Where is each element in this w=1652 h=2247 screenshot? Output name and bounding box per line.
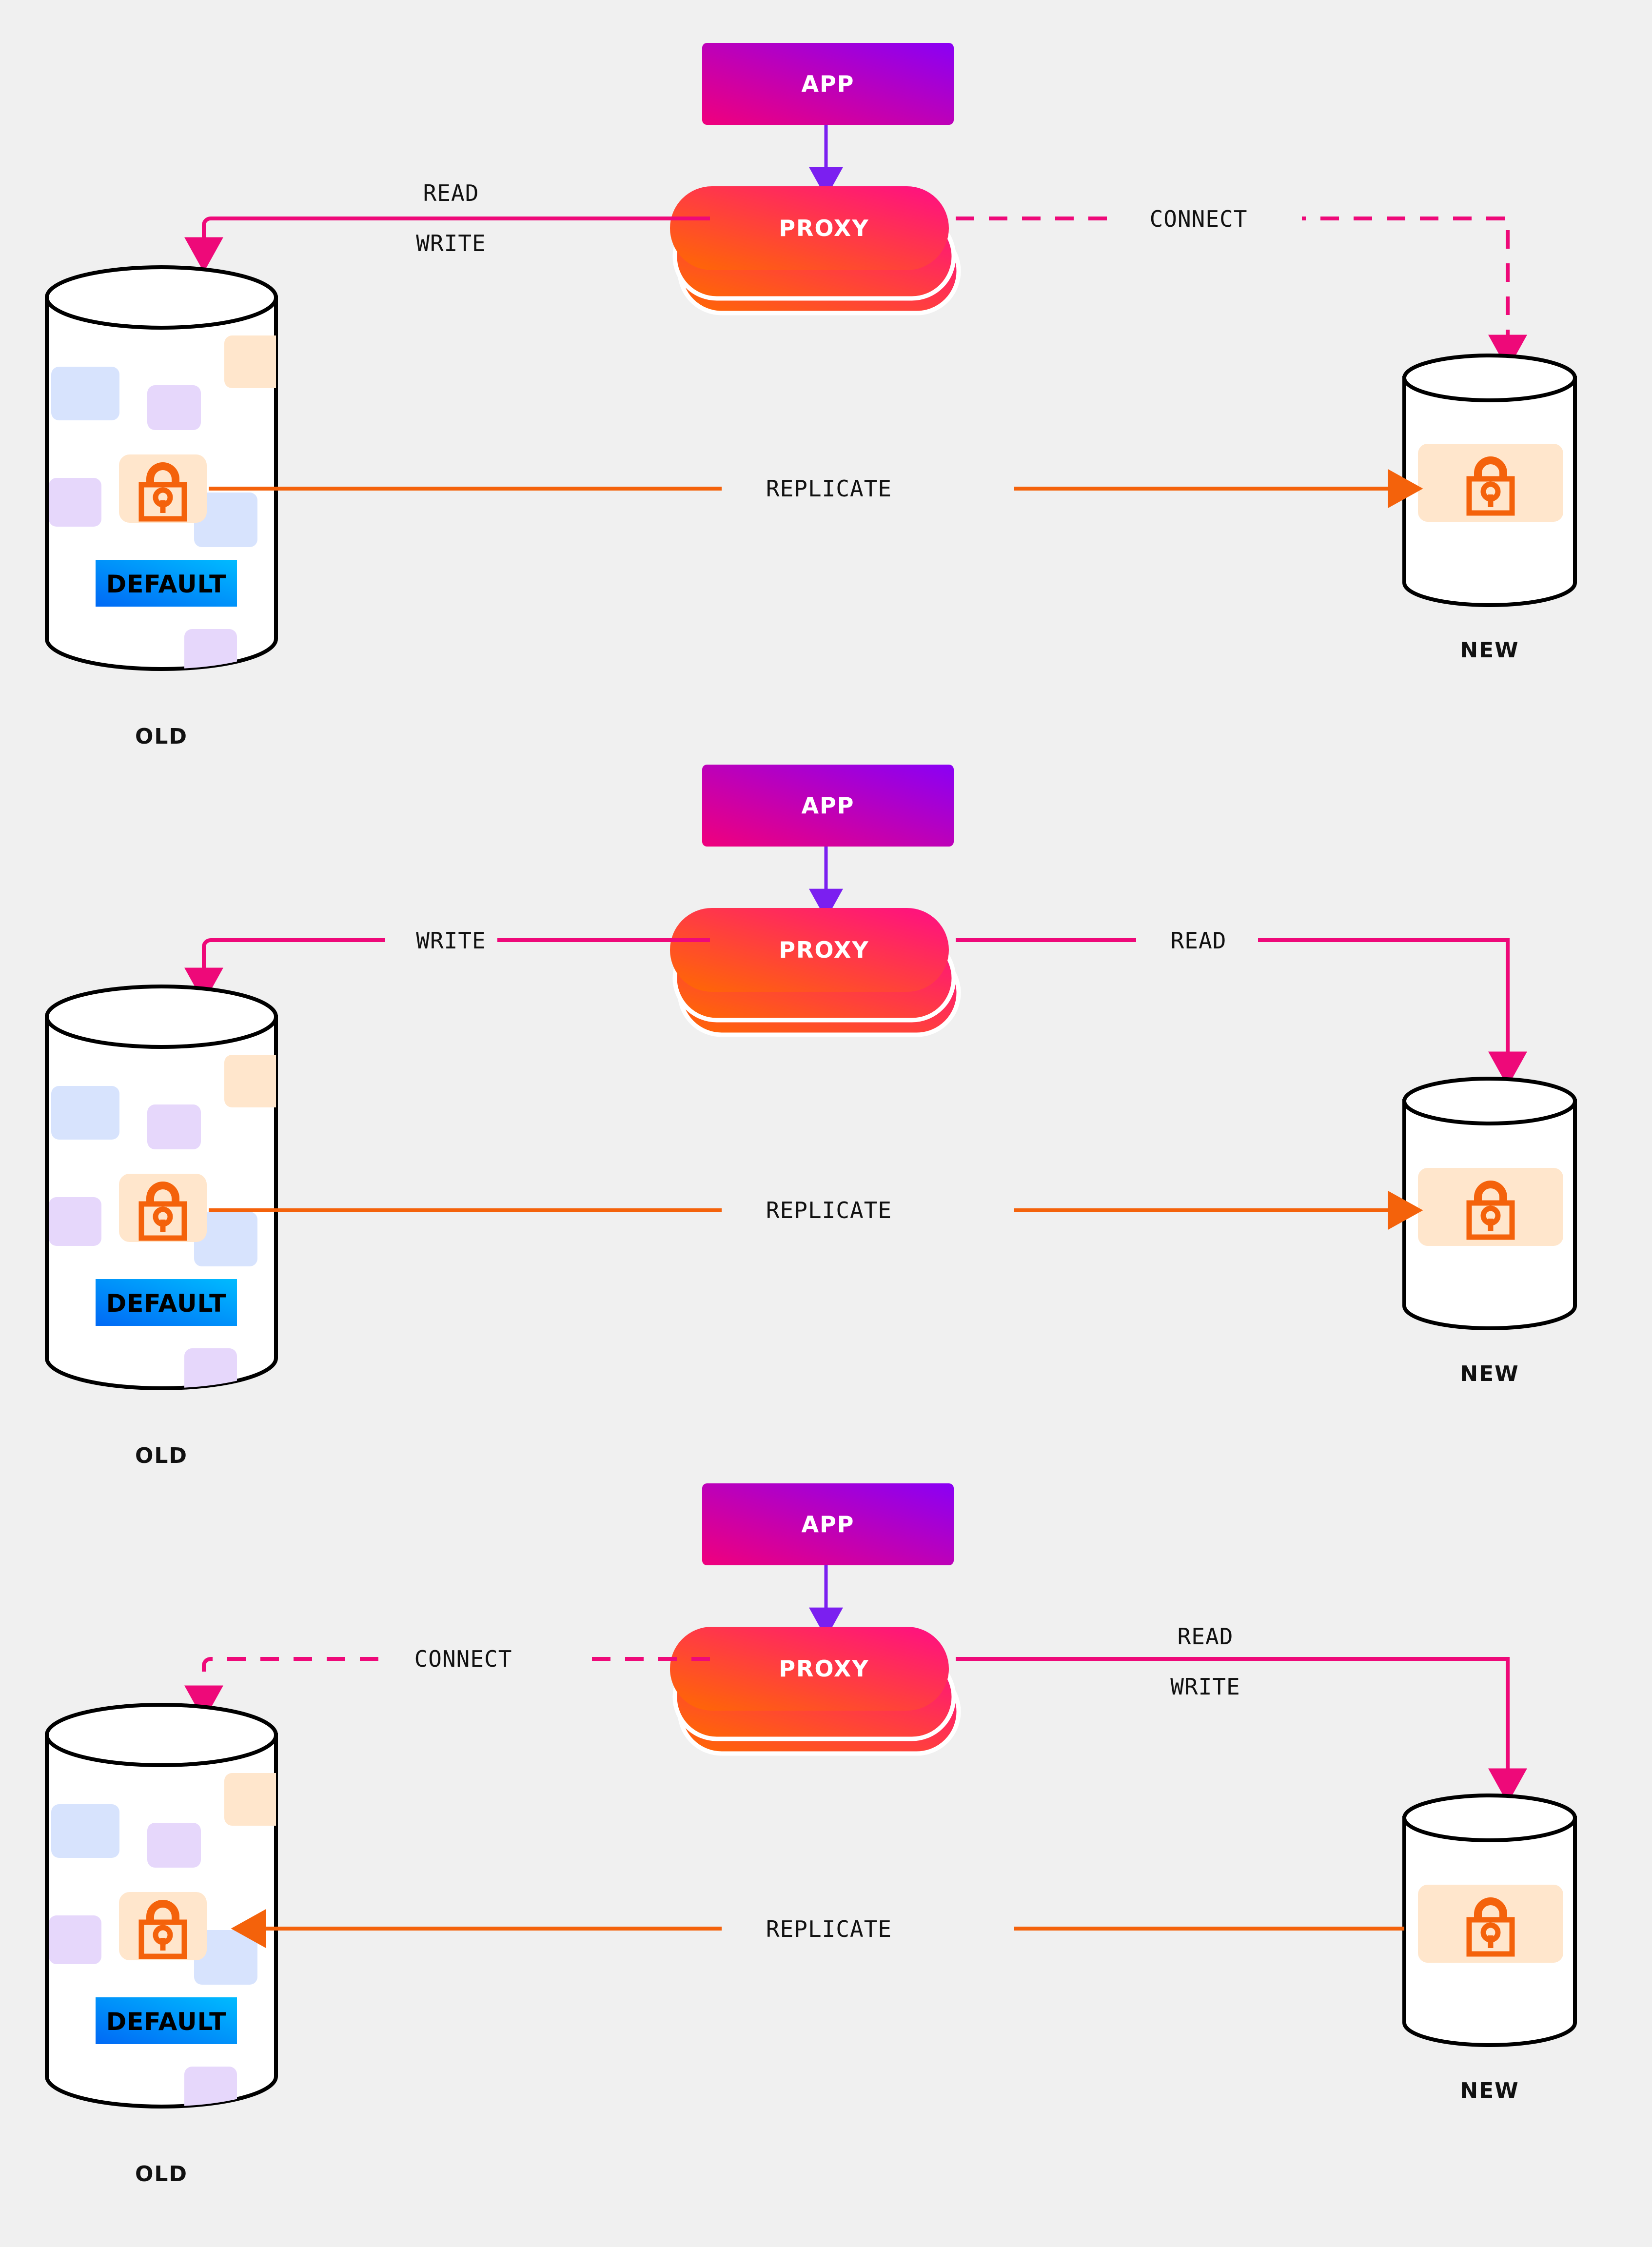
tile-orange — [224, 1055, 276, 1107]
app-label: APP — [801, 71, 854, 97]
old-db-tiles-2: DEFAULT — [49, 1055, 276, 1388]
read-write-link-1 — [184, 217, 710, 273]
read-label-3: READ — [1178, 1623, 1234, 1650]
tile-purple — [147, 1823, 201, 1868]
new-database-3[interactable]: NEW — [1402, 1794, 1577, 2103]
tile-blue — [194, 1212, 257, 1266]
old-db-tiles-3: DEFAULT — [49, 1773, 276, 2107]
connect-link-3 — [184, 1657, 710, 1721]
label-mask — [1136, 1619, 1273, 1649]
proxy-stack-1[interactable]: PROXY — [670, 186, 961, 315]
default-badge-2 — [96, 1279, 237, 1326]
label-mask — [375, 176, 497, 205]
proxy-label: PROXY — [779, 215, 869, 241]
default-label-1: DEFAULT — [106, 570, 227, 598]
tile-orange — [224, 335, 276, 388]
label-mask — [722, 1189, 1014, 1232]
default-badge-1 — [96, 560, 237, 607]
default-label-3: DEFAULT — [106, 2008, 227, 2036]
default-label-2: DEFAULT — [106, 1289, 227, 1318]
app-box-3[interactable]: APP — [702, 1483, 954, 1565]
write-label-3: WRITE — [1170, 1674, 1240, 1700]
old-database-2[interactable]: DEFAULT OLD — [45, 985, 288, 1468]
label-mask — [722, 467, 1014, 510]
old-database-1[interactable]: DEFAULT OLD — [45, 265, 288, 749]
label-mask — [385, 921, 497, 960]
old-database-3[interactable]: DEFAULT OLD — [45, 1703, 288, 2187]
new-db-tiles-3 — [1418, 1885, 1563, 1963]
read-write-link-3 — [956, 1657, 1527, 1804]
label-mask — [1136, 921, 1258, 960]
write-label-1: WRITE — [416, 230, 486, 256]
default-badge-3 — [96, 1997, 237, 2044]
proxy-label: PROXY — [779, 1656, 869, 1682]
proxy-stack-2[interactable]: PROXY — [670, 908, 961, 1037]
replicate-label-1: REPLICATE — [766, 475, 892, 502]
tile-purple — [49, 478, 101, 527]
old-db-tiles-1: DEFAULT — [49, 335, 276, 669]
replicate-label-3: REPLICATE — [766, 1916, 892, 1942]
old-db-label-3: OLD — [135, 2162, 188, 2187]
connect-label-3: CONNECT — [414, 1646, 512, 1672]
new-database-1[interactable]: NEW — [1402, 354, 1577, 663]
app-box-2[interactable]: APP — [702, 765, 954, 847]
replicate-label-2: REPLICATE — [766, 1197, 892, 1223]
app-label: APP — [801, 792, 854, 819]
panel-phase-2: APP PROXY WRITE READ — [45, 765, 1577, 1468]
tile-blue — [194, 493, 257, 547]
write-link-2 — [184, 938, 710, 1003]
write-label-2: WRITE — [416, 927, 486, 954]
old-db-label-1: OLD — [135, 724, 188, 749]
label-mask — [722, 1908, 1014, 1951]
new-db-label-2: NEW — [1460, 1361, 1519, 1386]
old-db-label-2: OLD — [135, 1443, 188, 1468]
app-box-1[interactable]: APP — [702, 43, 954, 125]
panel-phase-1: APP PROXY READ WRITE CONNECT — [45, 43, 1577, 749]
read-label-2: READ — [1171, 927, 1227, 954]
tile-purple — [49, 1915, 101, 1964]
new-database-2[interactable]: NEW — [1402, 1077, 1577, 1386]
tile-purple — [49, 1197, 101, 1246]
new-db-label-3: NEW — [1460, 2078, 1519, 2103]
tile-purple — [147, 1104, 201, 1149]
new-db-tiles-2 — [1418, 1168, 1563, 1246]
tile-orange — [224, 1773, 276, 1826]
new-db-label-1: NEW — [1460, 638, 1519, 663]
label-mask — [1107, 200, 1302, 239]
tile-blue — [51, 1804, 119, 1858]
panel-phase-3: APP PROXY CONNECT READ WRITE — [45, 1483, 1577, 2187]
tile-purple — [147, 385, 201, 430]
app-label: APP — [801, 1511, 854, 1537]
proxy-label: PROXY — [779, 937, 869, 963]
tile-blue — [51, 367, 119, 420]
read-label-1: READ — [423, 180, 479, 206]
connect-label-1: CONNECT — [1150, 206, 1248, 232]
tile-blue — [51, 1086, 119, 1140]
proxy-stack-3[interactable]: PROXY — [670, 1627, 961, 1756]
label-mask — [390, 1638, 585, 1677]
new-db-tiles-1 — [1418, 444, 1563, 522]
